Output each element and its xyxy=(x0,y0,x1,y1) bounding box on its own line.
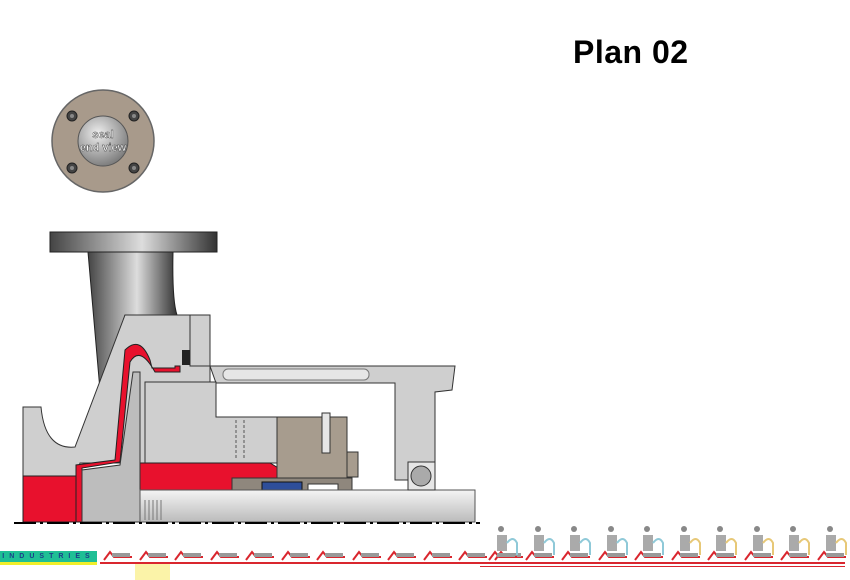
plan-thumbnail[interactable] xyxy=(457,521,491,561)
plan-thumbnail[interactable] xyxy=(779,521,813,561)
page-title: Plan 02 xyxy=(573,34,689,70)
discharge-flange xyxy=(49,231,218,253)
nav-rule xyxy=(100,562,845,564)
end-view-label-2: end view xyxy=(80,142,127,154)
end-view-label-1: seal xyxy=(92,129,113,141)
plan-thumbnail[interactable] xyxy=(138,521,172,561)
plan-thumbnail[interactable] xyxy=(487,521,521,561)
seal-gland xyxy=(276,416,348,484)
plan-thumbnail[interactable] xyxy=(524,521,558,561)
plan-thumbnail[interactable] xyxy=(280,521,314,561)
seal-chamber-cover xyxy=(144,381,278,464)
selected-thumbnail-highlight xyxy=(135,564,170,580)
plan-thumbnail[interactable] xyxy=(209,521,243,561)
shaft xyxy=(139,489,476,523)
plan-thumbnail[interactable] xyxy=(244,521,278,561)
plan-thumbnail[interactable] xyxy=(670,521,704,561)
seal-end-view[interactable]: seal end view xyxy=(50,88,156,194)
plan-thumbnail[interactable] xyxy=(351,521,385,561)
seal-end-view-icon: seal end view xyxy=(51,89,155,193)
plan-thumbnail[interactable] xyxy=(386,521,420,561)
plan-thumbnail[interactable] xyxy=(422,521,456,561)
plan-thumbnail[interactable] xyxy=(706,521,740,561)
plan-thumbnail[interactable] xyxy=(102,521,136,561)
seal-plan-cross-section xyxy=(14,231,480,524)
plan-thumbnail[interactable] xyxy=(315,521,349,561)
nav-rule-2 xyxy=(480,566,845,567)
plan-thumbnail[interactable] xyxy=(173,521,207,561)
plan-thumbnail[interactable] xyxy=(816,521,850,561)
plan-thumbnail[interactable] xyxy=(560,521,594,561)
process-fluid xyxy=(22,475,77,523)
plan-thumbnail[interactable] xyxy=(633,521,667,561)
plan-thumbnail[interactable] xyxy=(597,521,631,561)
brand-logo[interactable]: INDUSTRIES xyxy=(0,551,97,565)
plan-thumbnail[interactable] xyxy=(743,521,777,561)
